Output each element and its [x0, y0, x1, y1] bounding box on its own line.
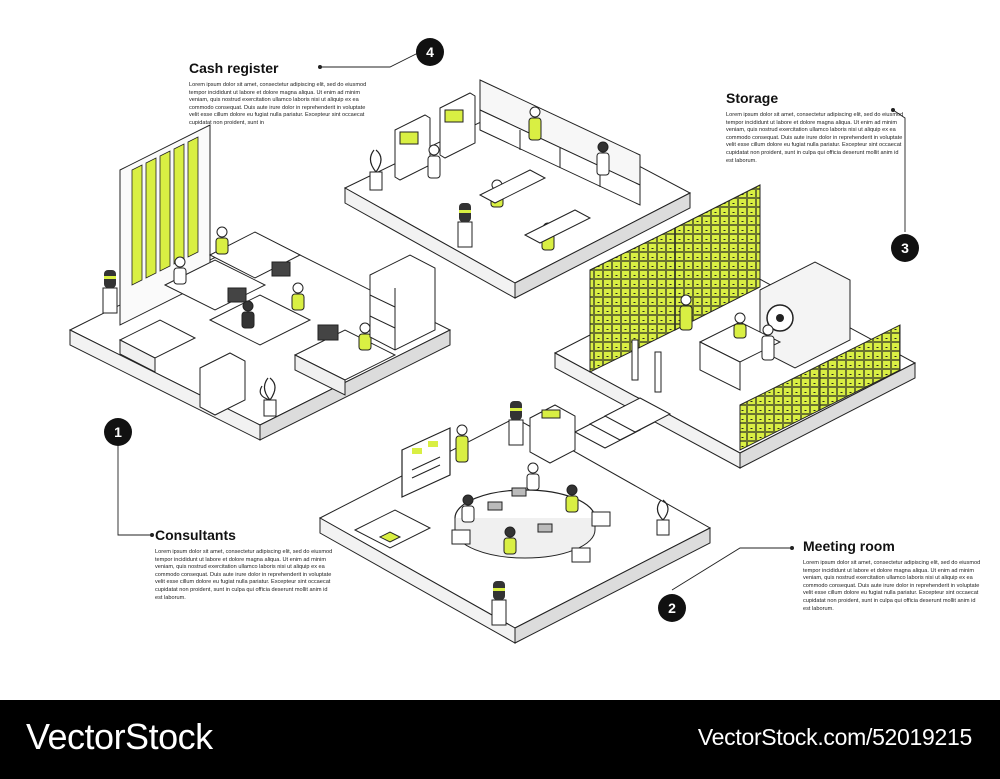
callout-dots — [150, 65, 895, 550]
badge-meeting-room: 2 — [658, 594, 686, 622]
watermark-footer: VectorStock VectorStock.com/52019215 — [0, 700, 1000, 779]
curtains — [131, 136, 199, 286]
consultants-title: Consultants — [155, 527, 236, 543]
consultants-description: Lorem ipsum dolor sit amet, consectetur … — [155, 549, 333, 601]
meeting-room-title: Meeting room — [803, 538, 895, 554]
meeting-room-description: Lorem ipsum dolor sit amet, consectetur … — [803, 560, 981, 612]
badge-cash-register: 4 — [416, 38, 444, 66]
storage-title: Storage — [726, 90, 779, 106]
badge-storage: 3 — [891, 234, 919, 262]
isometric-scene — [68, 51, 917, 644]
cash-register-description: Lorem ipsum dolor sit amet, consectetur … — [189, 82, 367, 126]
consultants-label: Consultants Lorem ipsum dolor sit amet, … — [155, 527, 335, 602]
isometric-office-illustration — [68, 51, 917, 644]
badge-consultants: 1 — [104, 418, 132, 446]
storage-description: Lorem ipsum dolor sit amet, consectetur … — [726, 112, 904, 164]
callout-lines — [117, 51, 906, 591]
brand-url-text: VectorStock.com/52019215 — [697, 724, 972, 750]
meeting-room-floor — [318, 397, 712, 644]
brand-logo-text: VectorStock — [26, 716, 213, 757]
storage-label: Storage Lorem ipsum dolor sit amet, cons… — [726, 90, 906, 165]
cash-register-label: Cash register Lorem ipsum dolor sit amet… — [189, 60, 369, 128]
storage-floor — [553, 184, 917, 469]
cash-register-title: Cash register — [189, 60, 279, 76]
meeting-room-label: Meeting room Lorem ipsum dolor sit amet,… — [803, 538, 983, 613]
consultants-floor — [68, 124, 452, 441]
cash-register-floor — [343, 79, 692, 299]
